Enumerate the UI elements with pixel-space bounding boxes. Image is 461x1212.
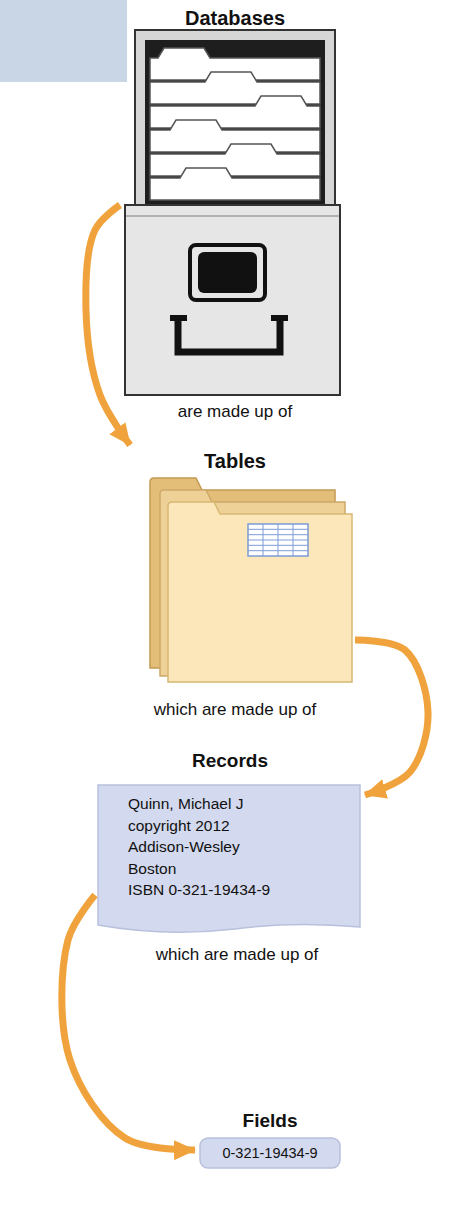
file-folder <box>150 144 320 176</box>
node-body: 0-321-19434-9 <box>200 1138 340 1168</box>
record-paper <box>98 785 360 932</box>
curved-arrow <box>62 895 195 1150</box>
table-folders: Tables <box>115 445 355 685</box>
record-field-text: Addison-Wesley <box>128 836 270 858</box>
database-cabinet: Databases <box>120 0 350 398</box>
connector-label: are made up of <box>85 402 385 422</box>
corner-panel <box>0 0 127 82</box>
connector-label: which are made up of <box>87 945 387 965</box>
node-heading: Fields <box>195 1109 345 1132</box>
cabinet-top <box>135 30 335 210</box>
curved-arrow <box>355 640 428 795</box>
record-field-text: copyright 2012 <box>128 815 270 837</box>
handle-caps <box>170 315 288 321</box>
drawer-handle <box>178 318 280 352</box>
drawer-bevel <box>126 215 339 217</box>
record-field-text: Quinn, Michael J <box>128 793 270 815</box>
field-pill-shape <box>200 1138 340 1168</box>
record-card: RecordsQuinn, Michael Jcopyright 2012Add… <box>95 745 365 940</box>
record-field-text: Boston <box>128 858 270 880</box>
label-slot <box>198 252 257 293</box>
node-body: Quinn, Michael Jcopyright 2012Addison-We… <box>128 793 270 901</box>
label-holder <box>190 245 265 300</box>
field-pill: Fields 0-321-19434-9 <box>195 1105 345 1173</box>
table-icon <box>248 524 308 556</box>
record-field-text: 0-321-19434-9 <box>222 1144 317 1162</box>
curved-arrow <box>86 205 130 445</box>
file-folder <box>150 168 320 200</box>
drawer-front <box>125 205 340 395</box>
node-heading: Databases <box>120 6 350 30</box>
folder-stack <box>150 478 352 682</box>
node-heading: Records <box>95 749 365 772</box>
file-cabinet <box>125 30 340 395</box>
table-grid <box>248 524 308 556</box>
node-heading: Tables <box>115 449 355 473</box>
record-field-text: ISBN 0-321-19434-9 <box>128 879 270 901</box>
drawer-interior <box>145 40 325 205</box>
front-folder <box>168 502 352 682</box>
connector-label: which are made up of <box>85 700 385 720</box>
